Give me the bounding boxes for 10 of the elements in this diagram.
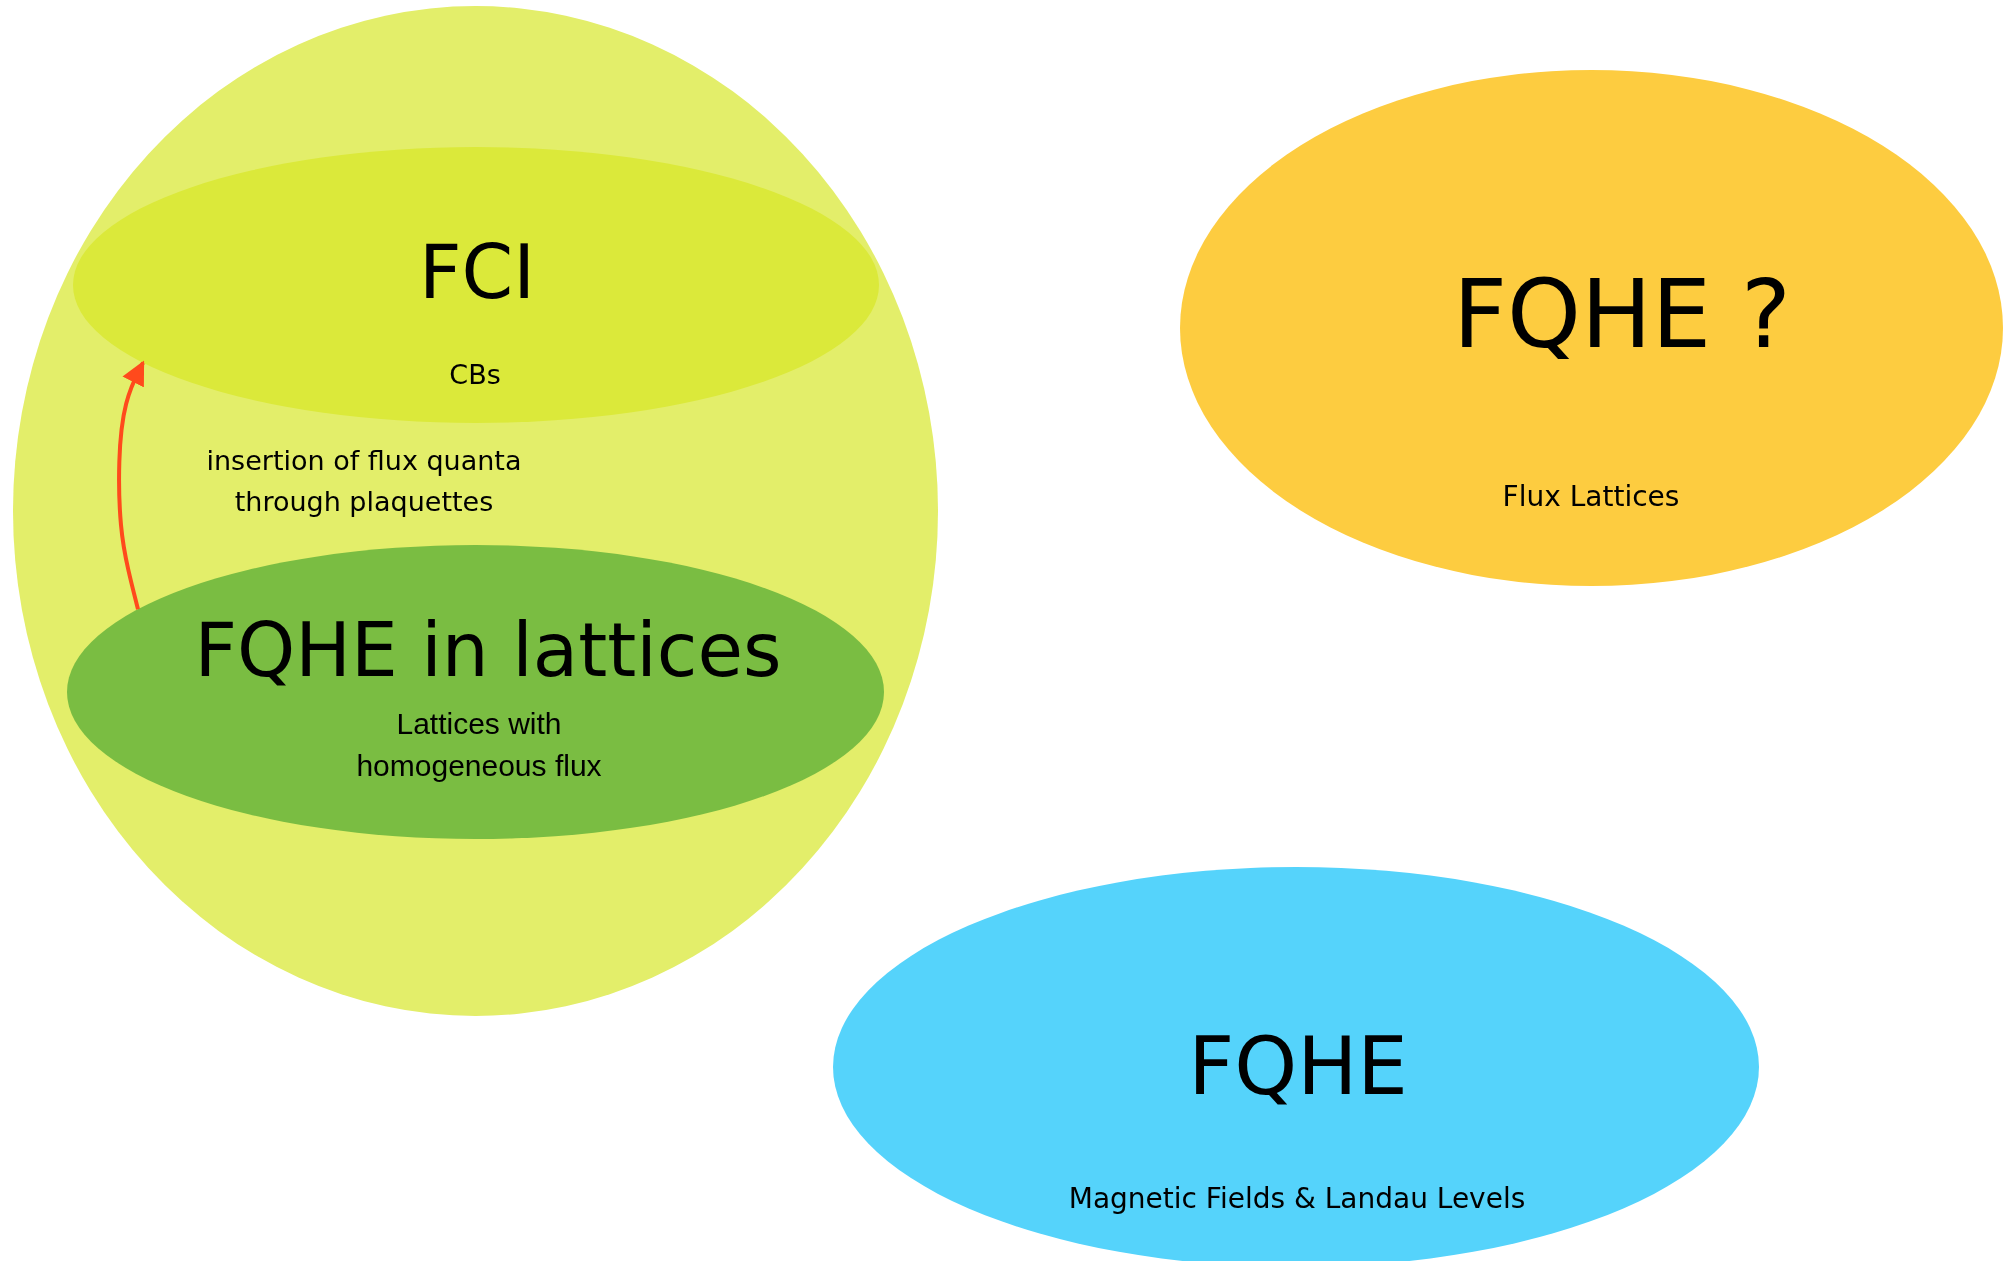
region-subtitle: Magnetic Fields & Landau Levels bbox=[1068, 1181, 1526, 1215]
region-title: FQHE bbox=[1188, 1019, 1408, 1113]
region-subtitle: Lattices with homogeneous flux bbox=[355, 706, 603, 784]
region-title: FCI bbox=[418, 229, 536, 315]
region-subtitle: Flux Lattices bbox=[1502, 479, 1680, 513]
region-title: FQHE ? bbox=[1453, 259, 1791, 369]
edge-label: insertion of flux quanta through plaquettes bbox=[205, 443, 523, 519]
region-subtitle: CBs bbox=[449, 358, 501, 390]
arrow bbox=[117, 360, 145, 610]
region-title: FQHE in lattices bbox=[194, 607, 782, 693]
